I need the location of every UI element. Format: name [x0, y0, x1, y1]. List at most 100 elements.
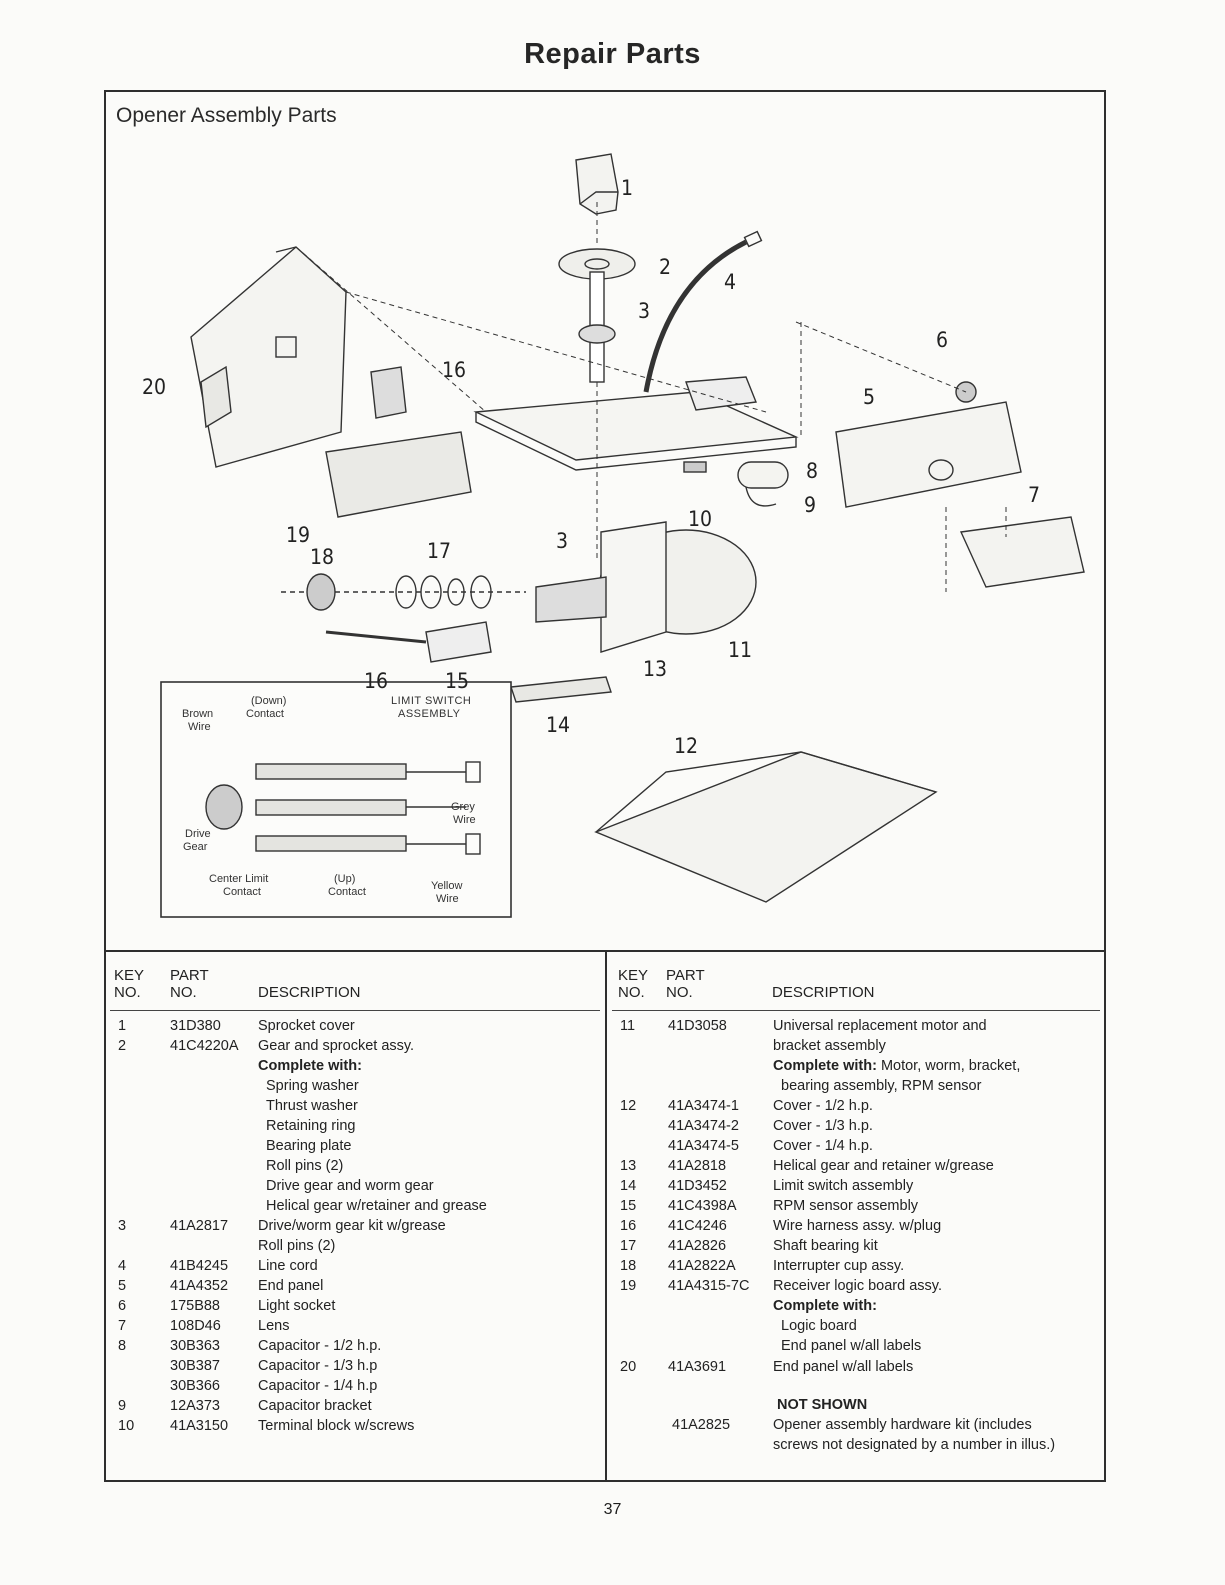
callout-11: 11 — [728, 638, 752, 662]
key-number: 12 — [620, 1098, 637, 1114]
inset-brown-1: Brown — [182, 708, 213, 720]
key-number: 3 — [118, 1218, 127, 1234]
description: Logic board — [781, 1318, 857, 1334]
key-number: 5 — [118, 1278, 127, 1294]
callout-5: 5 — [863, 385, 875, 409]
part-number: 41D3452 — [668, 1178, 727, 1194]
description: Receiver logic board assy. — [773, 1278, 942, 1294]
description: Drive/worm gear kit w/grease — [258, 1218, 446, 1234]
description: End panel — [258, 1278, 324, 1294]
inset-yellow-2: Wire — [436, 893, 459, 905]
description: Wire harness assy. w/plug — [773, 1218, 942, 1234]
capacitor-bracket-shape — [745, 486, 777, 507]
exploded-diagram: 1 2 3 3 4 5 6 7 8 9 10 11 12 13 14 15 16… — [142, 153, 1085, 918]
inset-grey-2: Wire — [453, 814, 476, 826]
key-number: 14 — [620, 1178, 637, 1194]
part-number: 41C4246 — [668, 1218, 727, 1234]
page-number: 37 — [603, 1501, 622, 1518]
part-number: 41C4398A — [668, 1198, 737, 1214]
inset-up-2: Contact — [328, 886, 366, 898]
part-number: 30B366 — [170, 1378, 220, 1394]
key-number: 2 — [118, 1038, 127, 1054]
not-shown-part: 41A2825 — [672, 1417, 731, 1433]
part-number: 41A2818 — [668, 1158, 727, 1174]
inset-grey-1: Grey — [451, 801, 475, 813]
worm-gear-shape — [535, 576, 607, 623]
logic-board-shape — [325, 431, 472, 518]
key-number: 4 — [118, 1258, 127, 1274]
end-panel-right-shape — [835, 401, 1022, 508]
callout-17: 17 — [427, 539, 451, 563]
description: Complete with: — [773, 1298, 877, 1314]
callout-2: 2 — [659, 255, 671, 279]
right-desc-header: DESCRIPTION — [772, 984, 875, 1001]
callout-4: 4 — [724, 270, 736, 294]
key-number: 19 — [620, 1278, 637, 1294]
part-number: 12A373 — [170, 1398, 220, 1414]
description: Capacitor - 1/4 h.p — [258, 1378, 378, 1394]
description: Cover - 1/3 h.p. — [773, 1118, 873, 1134]
lens-shape — [959, 516, 1085, 588]
description: End panel w/all labels — [781, 1338, 922, 1354]
part-number: 108D46 — [170, 1318, 221, 1334]
key-number: 15 — [620, 1198, 637, 1214]
description: Capacitor - 1/3 h.p — [258, 1358, 378, 1374]
limit-switch-shape — [510, 676, 612, 703]
line-cord-shape — [643, 239, 748, 393]
description: Helical gear w/retainer and grease — [266, 1198, 487, 1214]
part-number: 41A2817 — [170, 1218, 229, 1234]
callout-15: 15 — [445, 669, 469, 693]
part-number: 175B88 — [170, 1298, 220, 1314]
description: Drive gear and worm gear — [266, 1178, 434, 1194]
part-number: 41A4315-7C — [668, 1278, 750, 1294]
page-title: Repair Parts — [524, 38, 701, 70]
inset-drive-1: Drive — [185, 828, 211, 840]
description: Complete with: Motor, worm, bracket, — [773, 1056, 1020, 1076]
part-number: 41A3474-5 — [668, 1138, 739, 1154]
part-number: 41A4352 — [170, 1278, 229, 1294]
callout-9: 9 — [804, 493, 816, 517]
not-shown-heading: NOT SHOWN — [777, 1397, 868, 1413]
part-number: 41D3058 — [668, 1018, 727, 1034]
not-shown-desc-2: screws not designated by a number in ill… — [773, 1437, 1056, 1453]
key-number: 1 — [118, 1018, 127, 1034]
part-number: 41C4220A — [170, 1038, 239, 1054]
key-number: 10 — [118, 1418, 135, 1434]
callout-16a: 16 — [442, 358, 466, 382]
description: Shaft bearing kit — [773, 1238, 878, 1254]
inset-center-1: Center Limit — [209, 873, 268, 885]
inset-drive-2: Gear — [183, 841, 208, 853]
part-number: 41A3150 — [170, 1418, 229, 1434]
description: Spring washer — [266, 1078, 359, 1094]
description: Interrupter cup assy. — [773, 1258, 905, 1274]
description: bearing assembly, RPM sensor — [781, 1078, 982, 1094]
description: Helical gear and retainer w/grease — [773, 1158, 994, 1174]
description: Lens — [258, 1318, 290, 1334]
wire-harness-shape — [370, 366, 407, 419]
callout-6: 6 — [936, 328, 948, 352]
key-number: 8 — [118, 1338, 127, 1354]
description: Light socket — [258, 1298, 336, 1314]
key-number: 17 — [620, 1238, 637, 1254]
end-panel-left-shape — [190, 246, 347, 468]
description: Sprocket cover — [258, 1018, 355, 1034]
inset-center-2: Contact — [223, 886, 261, 898]
inset-title-2: ASSEMBLY — [398, 708, 461, 720]
part-number: 41A2826 — [668, 1238, 727, 1254]
part-number: 41A3691 — [668, 1359, 727, 1375]
callout-3b: 3 — [556, 529, 568, 553]
description: Line cord — [258, 1258, 318, 1274]
key-number: 7 — [118, 1318, 127, 1334]
part-number: 41A3474-2 — [668, 1118, 739, 1134]
inset-brown-2: Wire — [188, 721, 211, 733]
section-title: Opener Assembly Parts — [116, 104, 337, 127]
part-number: 30B387 — [170, 1358, 220, 1374]
description: Gear and sprocket assy. — [258, 1038, 415, 1054]
capacitor-shape — [737, 461, 789, 489]
part-number: 41B4245 — [170, 1258, 229, 1274]
description: RPM sensor assembly — [773, 1198, 919, 1214]
callout-1: 1 — [621, 176, 633, 200]
